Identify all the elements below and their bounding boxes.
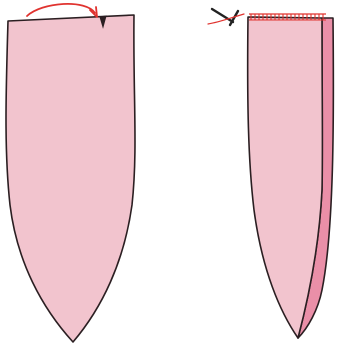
red-fold-arrow-icon <box>27 4 95 16</box>
thread-icon <box>208 14 244 24</box>
panel-after <box>208 9 333 338</box>
fabric-piece-left <box>6 15 135 342</box>
panel-before <box>6 4 135 342</box>
